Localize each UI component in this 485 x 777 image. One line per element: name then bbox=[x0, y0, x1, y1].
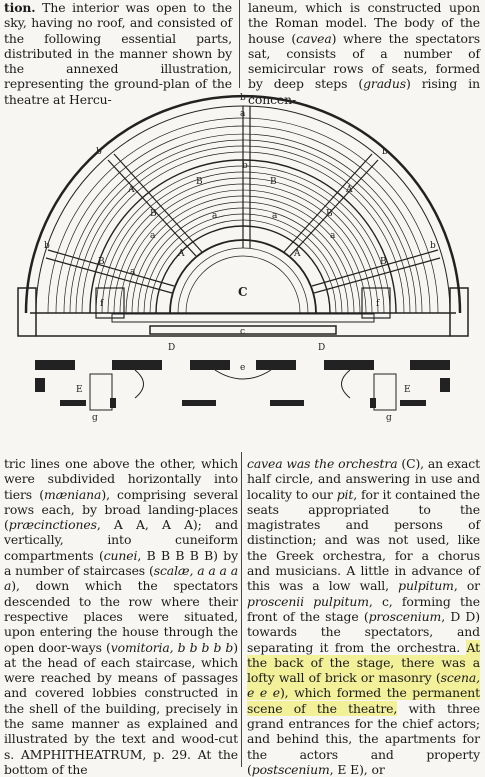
paragraph-text: , A A, A A); and vertically, into cuneif… bbox=[4, 517, 238, 563]
theatre-ground-plan-figure: b a b b b b b A A A A B B B B B B a a a … bbox=[17, 93, 469, 423]
label-e: e bbox=[326, 363, 331, 373]
label-a: a bbox=[212, 211, 218, 221]
paragraph-text: The interior was open to the sky, having… bbox=[4, 0, 232, 107]
column-divider-bottom bbox=[241, 452, 242, 767]
paragraph-text: ), comprising several rows each, by broa… bbox=[4, 486, 238, 533]
label-f: f bbox=[100, 299, 104, 309]
paragraph-text: ), down which the spectators descended t… bbox=[4, 578, 238, 655]
paragraph-text: , E E), or bbox=[329, 761, 385, 777]
label-a: a bbox=[150, 231, 156, 241]
term-cavea: cavea bbox=[296, 30, 332, 46]
label-E: E bbox=[404, 385, 411, 395]
label-b-inner: b bbox=[242, 161, 248, 171]
label-a: a bbox=[130, 267, 136, 277]
lead-word: tion. bbox=[4, 0, 36, 15]
label-e: e bbox=[240, 363, 245, 373]
paragraph-text: , B B B B B) by a number of staircases ( bbox=[4, 547, 238, 579]
label-D: D bbox=[318, 343, 325, 353]
paragraph-text: , for it contained the seats appropriate… bbox=[247, 486, 480, 594]
outer-wall bbox=[24, 94, 462, 314]
paragraph-text: , c, forming the front of the stage ( bbox=[247, 593, 480, 624]
staircases bbox=[45, 106, 441, 294]
text-column-bottom-left: tric lines one above the other, which we… bbox=[4, 456, 238, 777]
term-pit: pit bbox=[336, 486, 354, 502]
label-B: B bbox=[98, 257, 105, 267]
label-f: f bbox=[376, 299, 380, 309]
term-scalae: scalæ, a a a a a bbox=[4, 563, 238, 594]
paragraph-text: , or bbox=[453, 578, 480, 594]
term-cavea: cavea was the bbox=[247, 456, 339, 471]
label-A: A bbox=[345, 185, 353, 195]
text-column-bottom-right: cavea was the orchestra (C), an exact ha… bbox=[247, 456, 480, 777]
term-orchestra: orchestra bbox=[338, 456, 398, 471]
label-B: B bbox=[196, 177, 203, 187]
label-A: A bbox=[177, 249, 185, 259]
scena-wall bbox=[35, 360, 450, 408]
label-b: b bbox=[96, 147, 102, 157]
label-A: A bbox=[127, 185, 135, 195]
label-D: D bbox=[168, 343, 175, 353]
text-column-top-left: tion. The interior was open to the sky, … bbox=[4, 0, 232, 107]
term-proscenii-pulpitum: proscenii pulpitum bbox=[247, 593, 369, 609]
paragraph-text: laneum, which is constructed upon the Ro… bbox=[248, 0, 480, 46]
paragraph-text: ) where the spectators sat, consists of … bbox=[248, 30, 480, 92]
label-A: A bbox=[293, 249, 301, 259]
label-a: a bbox=[330, 231, 336, 241]
term-cunei: cunei bbox=[103, 547, 138, 563]
term-maeniana: mæniana bbox=[43, 486, 102, 502]
paragraph-text: with three grand entrances for the chief… bbox=[247, 700, 481, 777]
label-c: c bbox=[240, 327, 245, 337]
label-b: b bbox=[44, 241, 50, 251]
term-gradus: gradus bbox=[363, 76, 406, 92]
column-divider-top bbox=[239, 0, 240, 88]
text-column-top-right: laneum, which is constructed upon the Ro… bbox=[248, 0, 480, 107]
label-B: B bbox=[326, 209, 333, 219]
label-g: g bbox=[92, 413, 98, 423]
label-a: a bbox=[240, 109, 246, 119]
term-proscenium: proscenium bbox=[368, 608, 442, 624]
figure-labels: b a b b b b b A A A A B B B B B B a a a … bbox=[44, 93, 436, 423]
term-vomitoria: vomitoria, b b b b b bbox=[110, 639, 234, 655]
label-g: g bbox=[386, 413, 392, 423]
term-pulpitum: pulpitum bbox=[398, 578, 454, 594]
label-C: C bbox=[238, 285, 248, 299]
label-B: B bbox=[150, 209, 157, 219]
label-E: E bbox=[76, 385, 83, 395]
label-B: B bbox=[270, 177, 277, 187]
label-b: b bbox=[240, 93, 246, 103]
label-e: e bbox=[156, 363, 161, 373]
paragraph-text: (C), an exact half circle, and answering… bbox=[247, 456, 480, 502]
paragraph-text: , D D) towards the spectators, and separ… bbox=[247, 608, 480, 655]
label-a: a bbox=[272, 211, 278, 221]
paragraph-text: ) at the head of each staircase, which w… bbox=[4, 639, 238, 777]
term-postscenium: postscenium bbox=[251, 761, 330, 777]
label-B: B bbox=[380, 257, 387, 267]
label-b: b bbox=[382, 147, 388, 157]
term-praecinctiones: præcinctiones bbox=[8, 517, 97, 533]
paragraph-text: tric lines one above the other, which we… bbox=[4, 456, 238, 502]
label-b: b bbox=[430, 241, 436, 251]
